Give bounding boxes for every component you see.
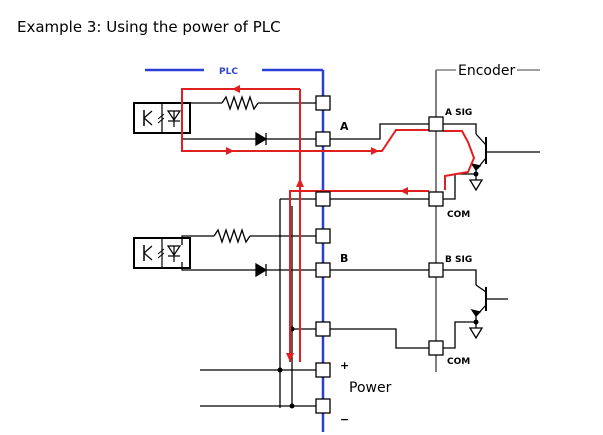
plc-terminal-com2: [315, 321, 331, 337]
plc-terminals: [315, 95, 331, 414]
plc-terminal-com: [315, 191, 331, 207]
a-sig-label: A SIG: [445, 108, 472, 118]
encoder-terminal-com-1: [428, 191, 444, 207]
current-path: [181, 88, 476, 362]
encoder-terminal-a-sig: [428, 116, 444, 132]
terminal-b-label: B: [340, 252, 348, 265]
b-sig-label: B SIG: [445, 255, 472, 265]
plc-terminal-1: [315, 95, 331, 111]
optocoupler-a-icon: [133, 102, 191, 134]
optocoupler-b-icon: [133, 237, 191, 269]
plc-terminal-plus: [315, 362, 331, 378]
encoder-label: Encoder: [458, 63, 515, 79]
black-wiring: [181, 94, 540, 408]
encoder-terminal-com-2: [428, 340, 444, 356]
plc-label: PLC: [219, 67, 238, 77]
power-label: Power: [349, 380, 392, 396]
page-title: Example 3: Using the power of PLC: [17, 18, 281, 36]
encoder-terminals: [428, 116, 444, 356]
plc-terminal-3: [315, 228, 331, 244]
minus-sign: −: [340, 413, 349, 426]
current-arrows: [226, 85, 408, 362]
com-label-1: COM: [447, 210, 470, 220]
plus-sign: +: [340, 359, 349, 372]
plc-terminal-a: [315, 131, 331, 147]
encoder-terminal-b-sig: [428, 262, 444, 278]
com-label-2: COM: [447, 357, 470, 367]
plc-terminal-b: [315, 262, 331, 278]
terminal-a-label: A: [340, 120, 349, 133]
plc-terminal-minus: [315, 398, 331, 414]
